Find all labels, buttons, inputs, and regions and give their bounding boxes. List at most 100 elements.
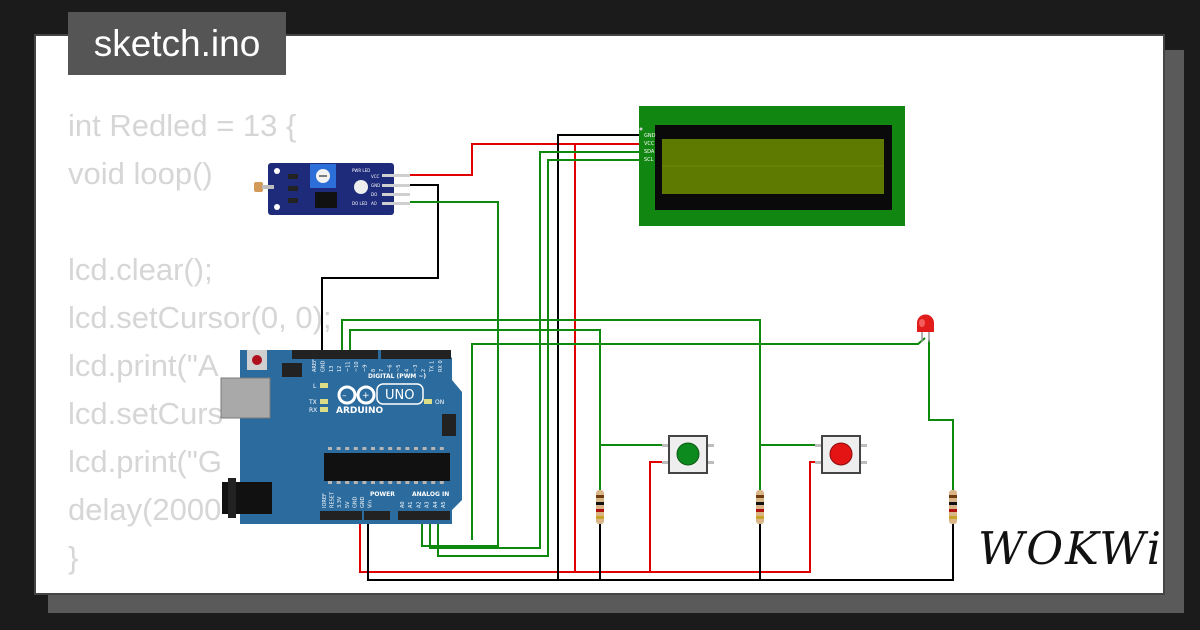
pin-label: A1	[408, 501, 414, 508]
chip-pin	[336, 447, 341, 450]
chip-pin	[431, 447, 436, 450]
wire-red[interactable]	[574, 143, 640, 572]
chip-pin	[371, 481, 375, 484]
code-line: lcd.setCursor(0, 0);	[68, 300, 332, 335]
code-preview: int Redled = 13 { void loop() lcd.clear(…	[68, 102, 332, 582]
wire-green[interactable]	[429, 151, 640, 549]
wire-green[interactable]	[410, 201, 499, 547]
chip-pin	[414, 481, 418, 484]
pin-label: 8	[371, 369, 377, 372]
sensor-label: PWR LED	[352, 168, 370, 173]
pin-label: 2	[421, 369, 427, 372]
wire-green[interactable]	[928, 340, 954, 490]
chip-pin	[439, 481, 444, 484]
microcontroller-chip	[324, 453, 450, 481]
chip-pin	[362, 447, 367, 450]
chip-pin	[396, 481, 401, 484]
chip-pin	[396, 447, 401, 450]
pin-label: A2	[416, 501, 422, 508]
usb-port	[220, 377, 271, 419]
pin-label: TX 1	[430, 361, 436, 373]
pin-label: RESET	[330, 491, 336, 508]
power-header-label: POWER	[370, 491, 395, 498]
lcd-pin-label: SDA	[644, 149, 655, 155]
chip-pin	[388, 481, 393, 484]
svg-text:+: +	[362, 391, 370, 401]
wire-black[interactable]	[321, 184, 439, 350]
red-led[interactable]	[917, 314, 934, 343]
resistor[interactable]	[949, 490, 957, 524]
wire-green[interactable]	[437, 159, 640, 557]
svg-text:–: –	[342, 391, 347, 401]
resistor[interactable]	[596, 490, 604, 524]
chip-pin	[328, 447, 332, 450]
pin-label: ~11	[346, 361, 352, 372]
pin-label: GND	[320, 360, 326, 372]
chip-pin	[431, 481, 436, 484]
pin-label: ~5	[396, 365, 402, 372]
wire-black[interactable]	[367, 512, 954, 581]
lcd-pin-label: GND	[644, 133, 656, 139]
infinity-logo-icon	[337, 385, 376, 405]
chip-pin	[328, 481, 332, 484]
analog-header	[398, 511, 450, 520]
ldr-sensor	[254, 182, 263, 192]
chip-pin	[414, 447, 418, 450]
wire-red[interactable]	[410, 143, 640, 176]
wokwi-logo: WOKWi	[978, 522, 1164, 575]
pin-label: 12	[337, 366, 343, 372]
chip-pin	[353, 481, 358, 484]
wires	[321, 134, 954, 581]
chip-pin	[371, 447, 375, 450]
sensor-pin-label: GND	[371, 183, 380, 188]
pin-label: A4	[433, 501, 439, 508]
code-line: }	[68, 540, 79, 575]
code-line: lcd.print("G	[68, 444, 222, 479]
pin-label: AREF	[312, 359, 318, 372]
wire-red[interactable]	[760, 461, 822, 573]
push-button-red[interactable]	[815, 435, 867, 474]
digital-header-left	[292, 350, 378, 359]
lcd-pin-label: VCC	[644, 141, 655, 147]
chip-pin	[345, 447, 350, 450]
wire-black[interactable]	[557, 134, 640, 580]
lcd-display[interactable]: GND VCC SDA SCL	[639, 106, 905, 226]
pin-label: A3	[425, 501, 431, 508]
wire-green[interactable]	[341, 319, 822, 446]
code-line: void loop()	[68, 156, 213, 191]
wire-green[interactable]	[349, 329, 668, 446]
pin-label: 13	[329, 366, 335, 372]
chip-pin	[388, 447, 393, 450]
pin-label: GND	[360, 496, 366, 508]
power-header	[320, 511, 362, 520]
lcd-pin-label: SCL	[644, 157, 654, 163]
chip-pin	[379, 447, 384, 450]
pin-label: ~10	[354, 361, 360, 372]
pin-label: ~3	[413, 365, 419, 372]
pin-label: A0	[400, 501, 406, 508]
pin-label: Vin	[368, 500, 374, 508]
code-line: lcd.clear();	[68, 252, 213, 287]
arduino-model: UNO	[385, 388, 414, 403]
sensor-pin-label: DO	[371, 192, 377, 197]
file-tab[interactable]: sketch.ino	[68, 12, 286, 75]
push-button-green[interactable]	[662, 435, 714, 474]
code-line: int Redled = 13 {	[68, 108, 297, 143]
pin-label: ~9	[362, 365, 368, 372]
chip-pin	[336, 481, 341, 484]
pin-label: GND	[352, 496, 358, 508]
photoresistor-sensor-module[interactable]: PWR LED DO LED VCC GND DO AO	[254, 163, 410, 215]
digital-header-label: DIGITAL (PWM ~)	[368, 373, 426, 380]
pin-label: 7	[379, 369, 385, 372]
resistor[interactable]	[756, 490, 764, 524]
code-line: lcd.print("A	[68, 348, 219, 383]
chip-pin	[362, 481, 367, 484]
pin-label: RX 0	[438, 360, 444, 372]
on-label: ON	[435, 399, 444, 406]
chip-pin	[405, 447, 410, 450]
led-tx-label: TX	[308, 399, 317, 406]
sensor-pin-label: VCC	[371, 174, 380, 179]
led-rx-label: RX	[309, 407, 317, 414]
chip-pin	[379, 481, 384, 484]
